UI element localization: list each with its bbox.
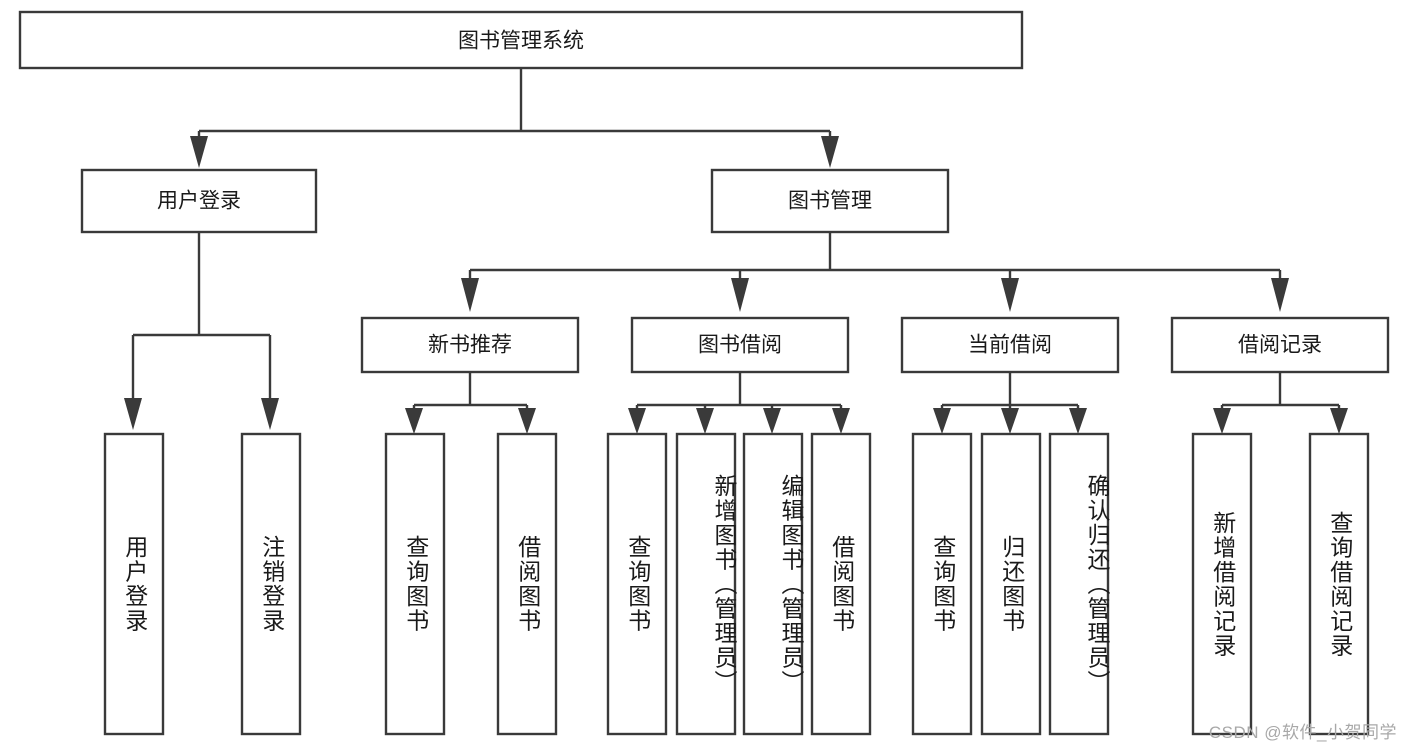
- arrowhead-leaf-query-book-2: [628, 408, 646, 434]
- arrowhead-leaf-query-book-3: [933, 408, 951, 434]
- leaf-box-add-record[interactable]: [1191, 432, 1253, 736]
- arrowhead-leaf-return-book: [1001, 408, 1019, 434]
- leaf-box-user-login[interactable]: [103, 432, 165, 736]
- arrowhead-leaf-query-record: [1330, 408, 1348, 434]
- node-book-manage[interactable]: [710, 168, 950, 234]
- connector-layer: [124, 68, 1348, 434]
- node-user-login[interactable]: [80, 168, 318, 234]
- arrowhead-leaf-user-login: [124, 398, 142, 430]
- arrowhead-borrow-record: [1271, 278, 1289, 312]
- node-new-book-recommend-label: 新书推荐: [428, 334, 512, 357]
- node-borrow-record-label: 借阅记录: [1238, 334, 1322, 357]
- leaf-box-borrow-book-2[interactable]: [810, 432, 872, 736]
- leaf-box-query-book-3[interactable]: [911, 432, 973, 736]
- leaf-box-confirm-return[interactable]: [1048, 432, 1110, 736]
- arrowhead-book-borrow: [731, 278, 749, 312]
- csdn-watermark: CSDN @软件_小贺同学: [1208, 723, 1397, 742]
- node-current-borrow[interactable]: [900, 316, 1120, 374]
- node-book-manage-label: 图书管理: [788, 190, 872, 213]
- arrowhead-current-borrow: [1001, 278, 1019, 312]
- node-book-borrow[interactable]: [630, 316, 850, 374]
- arrowhead-leaf-user-logout: [261, 398, 279, 430]
- node-root[interactable]: [18, 10, 1024, 70]
- arrowhead-book-manage: [821, 136, 839, 168]
- node-book-borrow-label: 图书借阅: [698, 334, 782, 357]
- node-current-borrow-label: 当前借阅: [968, 334, 1052, 357]
- arrowhead-leaf-borrow-book-2: [832, 408, 850, 434]
- node-new-book-recommend[interactable]: [360, 316, 580, 374]
- arrowhead-leaf-confirm-return: [1069, 408, 1087, 434]
- arrowhead-leaf-edit-book: [763, 408, 781, 434]
- node-user-login-label: 用户登录: [157, 190, 241, 213]
- arrowhead-leaf-query-book-1: [405, 408, 423, 434]
- node-layer: 图书管理系统 用户登录 图书管理 新书推荐 图书借阅 当前借阅 借阅记录: [18, 10, 1390, 736]
- arrowhead-user-login: [190, 136, 208, 168]
- arrowhead-leaf-add-record: [1213, 408, 1231, 434]
- leaf-box-user-logout[interactable]: [240, 432, 302, 736]
- arrowhead-leaf-borrow-book-1: [518, 408, 536, 434]
- leaf-box-query-book-2[interactable]: [606, 432, 668, 736]
- leaf-box-add-book[interactable]: [675, 432, 737, 736]
- node-root-label: 图书管理系统: [458, 30, 584, 53]
- leaf-box-query-record[interactable]: [1308, 432, 1370, 736]
- leaf-box-edit-book[interactable]: [742, 432, 804, 736]
- arrowhead-new-book-recommend: [461, 278, 479, 312]
- leaf-box-borrow-book-1[interactable]: [496, 432, 558, 736]
- node-borrow-record[interactable]: [1170, 316, 1390, 374]
- leaf-box-query-book-1[interactable]: [384, 432, 446, 736]
- arrowhead-leaf-add-book: [696, 408, 714, 434]
- leaf-box-return-book[interactable]: [980, 432, 1042, 736]
